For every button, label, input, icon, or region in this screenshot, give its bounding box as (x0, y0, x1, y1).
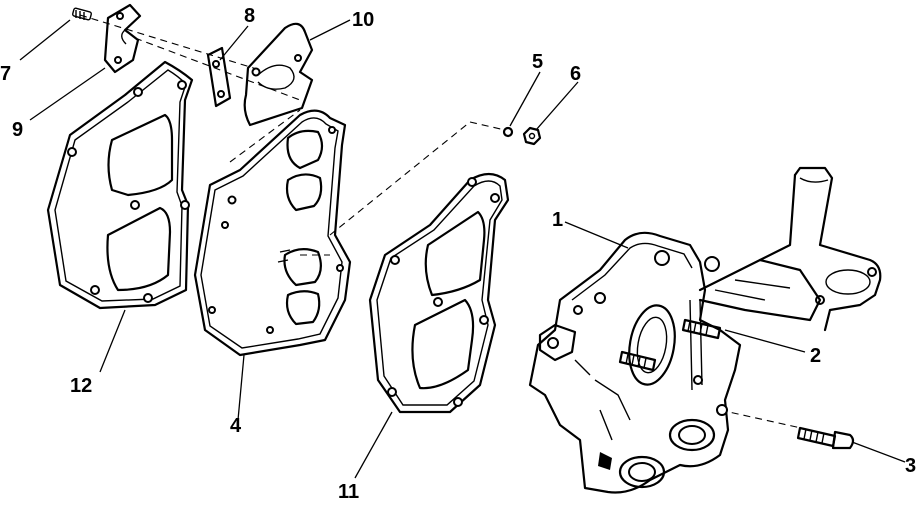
callout-3: 3 (905, 455, 916, 477)
part-11-gasket (368, 172, 510, 414)
part-12-gasket (46, 60, 194, 310)
callout-6: 6 (570, 63, 581, 85)
assembly-guide-lines (79, 14, 811, 431)
callout-4: 4 (230, 415, 242, 437)
callout-9: 9 (12, 119, 23, 141)
part-4-adapter-plate (193, 109, 352, 357)
part-7-screw (72, 7, 92, 21)
part-6-nut (522, 126, 542, 146)
callout-5: 5 (532, 51, 543, 73)
callout-labels: 7 9 8 10 5 6 1 2 3 12 4 11 (0, 5, 916, 503)
part-10-cover-plate (243, 22, 314, 127)
callout-10: 10 (352, 9, 374, 31)
part-3-bolt (796, 426, 855, 450)
callout-2: 2 (810, 345, 821, 367)
callout-1: 1 (552, 209, 563, 231)
callout-11: 11 (338, 481, 359, 503)
part-5-lock-washer (502, 126, 514, 138)
part-8-strap (206, 46, 232, 108)
callout-leaders (19, 19, 906, 479)
part-1-housing (528, 166, 882, 494)
part-9-hook-plate (103, 3, 142, 74)
callout-12: 12 (70, 375, 92, 397)
callout-8: 8 (244, 5, 255, 27)
part-2-studs (618, 318, 722, 372)
callout-7: 7 (0, 63, 11, 85)
